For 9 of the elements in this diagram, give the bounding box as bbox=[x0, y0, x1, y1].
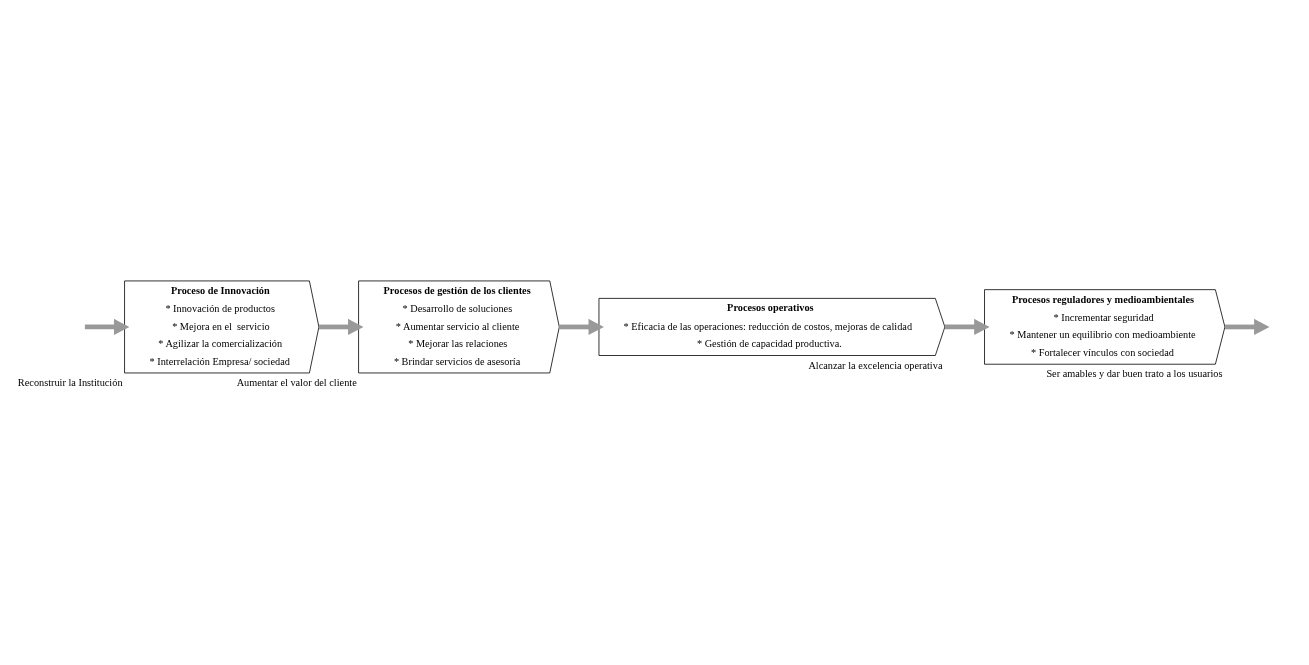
node-label: Alcanzar la excelencia operativa bbox=[808, 359, 943, 371]
node-label: Aumentar el valor del cliente bbox=[236, 376, 357, 388]
arrow bbox=[84, 318, 130, 336]
arrow bbox=[944, 318, 990, 336]
node-label: Reconstruir la Institución bbox=[17, 376, 123, 388]
arrow bbox=[319, 318, 364, 336]
arrow bbox=[559, 318, 604, 336]
node-label: Ser amables y dar buen trato a los usuarios bbox=[1046, 368, 1223, 380]
arrow bbox=[1225, 318, 1270, 336]
